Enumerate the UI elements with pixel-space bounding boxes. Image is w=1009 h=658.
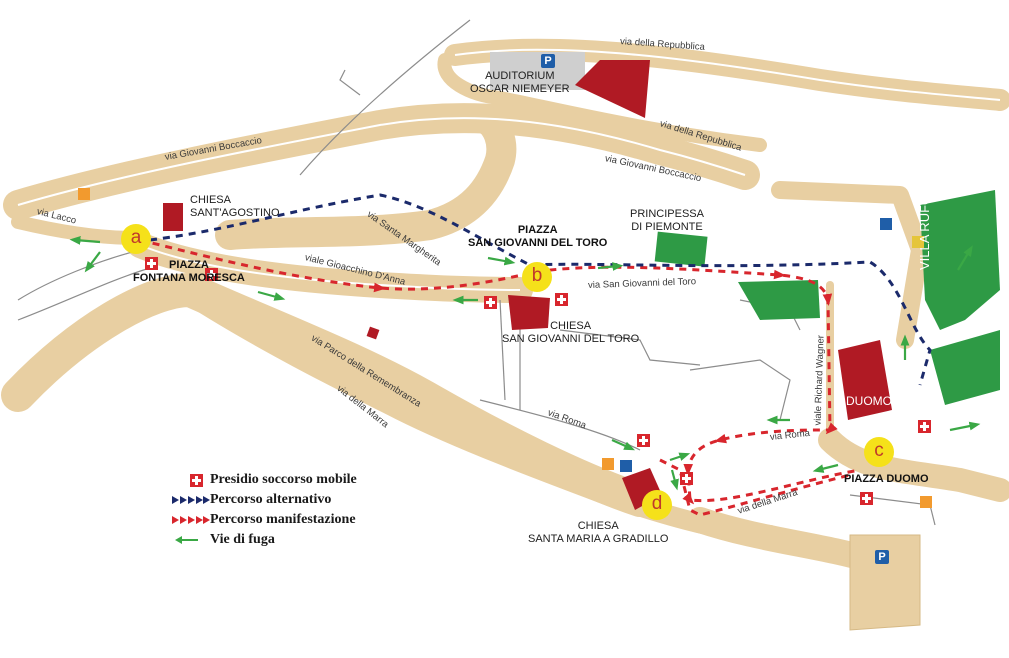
label-duomo: DUOMO [846,394,892,408]
first-aid-icon [637,434,650,447]
road-duomo-east [818,428,1009,502]
road-lacco [11,215,142,245]
restaurant-icon [602,458,614,470]
first-aid-points [145,257,931,505]
parking-icon: P [875,550,889,564]
road-repubblica-loop [437,53,767,152]
legend-row-alternative: Percorso alternativo [172,490,357,510]
first-aid-icon [918,420,931,433]
first-aid-icon [680,472,693,485]
bus-stop-icon [880,218,892,230]
first-aid-icon [145,257,158,270]
first-aid-icon [190,473,203,487]
parking-area-auditorium [490,52,585,90]
parking-icon: P [541,54,555,68]
garden-east [738,280,820,320]
legend-row-first-aid: Presidio soccorso mobile [172,470,357,490]
route-manifestazione [139,238,861,505]
marker-b[interactable]: b [522,262,552,292]
first-aid-icon [484,296,497,309]
villa-rufolo-park [920,190,1000,330]
legend-label: Vie di fuga [210,532,275,547]
label-piazza-duomo: PIAZZA DUOMO [844,473,929,485]
duomo-building [838,340,892,420]
auditorium-building [575,60,650,118]
road-parking-access [687,507,883,573]
garden-principessa [654,231,708,267]
legend-label: Presidio soccorso mobile [210,472,357,487]
legend-label: Percorso alternativo [210,492,332,507]
first-aid-icon [860,492,873,505]
green-arrow-icon [175,536,198,544]
marker-d[interactable]: d [642,490,672,520]
restaurant-icon [920,496,932,508]
restaurant-icon [912,236,924,248]
parking-area-south [849,534,921,631]
first-aid-icon [555,293,568,306]
route-alternativo [149,193,932,386]
road-margherita-curve [215,107,517,250]
bus-stop-icon [620,460,632,472]
first-aid-icon [205,268,218,281]
label-villa-rufolo: VILLA RUFOLO [917,177,932,270]
legend-row-event-route: Percorso manifestazione [172,510,357,530]
escape-routes [69,236,981,491]
road-villa [771,181,929,349]
blue-arrows-icon [172,496,210,504]
legend-label: Percorso manifestazione [210,512,356,527]
info-icon [78,188,90,200]
red-arrows-icon [172,516,210,524]
legend-row-escape: Vie di fuga [172,530,357,550]
marker-c[interactable]: c [864,437,894,467]
villa-rufolo-lower [930,330,1000,405]
small-building [366,326,380,340]
marker-a[interactable]: a [121,224,151,254]
map-legend: Presidio soccorso mobile Percorso altern… [172,470,357,550]
chiesa-sant-agostino-building [163,203,183,231]
